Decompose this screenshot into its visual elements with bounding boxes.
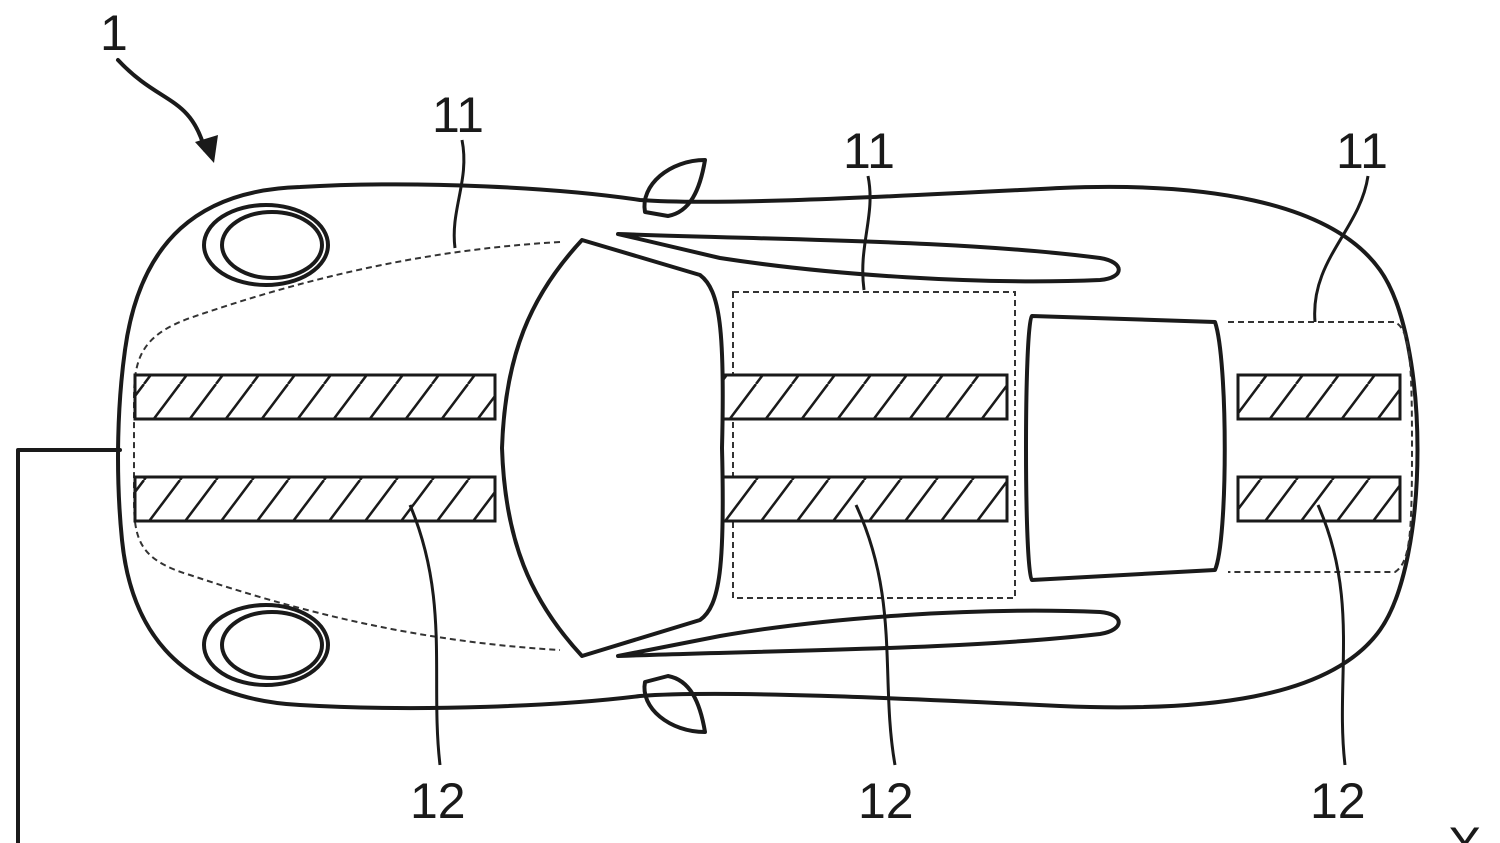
strip-front-upper <box>133 373 497 421</box>
car-body-outline <box>116 182 1420 711</box>
mirror-top <box>642 158 707 218</box>
zone-11-front <box>133 241 561 651</box>
side-window-bottom <box>616 608 1121 658</box>
strip-roof-upper <box>720 373 1009 421</box>
strip-rear-upper <box>1236 373 1402 421</box>
headlight-top <box>202 203 330 287</box>
arrow-1-leader <box>116 58 207 152</box>
headlight-bottom <box>202 603 330 687</box>
label-12-rear: 12 <box>1310 773 1366 829</box>
label-axis-x: X <box>1448 817 1481 843</box>
leader-11-rear <box>1313 175 1370 323</box>
label-12-front: 12 <box>410 773 466 829</box>
side-window-top <box>616 232 1121 284</box>
label-12-roof: 12 <box>858 773 914 829</box>
leader-12-rear <box>1316 504 1347 766</box>
leader-12-roof <box>854 504 897 766</box>
zone-11-roof <box>732 291 1016 599</box>
rear-window <box>1024 314 1227 582</box>
zone-11-rear <box>1228 321 1414 573</box>
arrow-1-head <box>195 135 218 163</box>
label-11-rear: 11 <box>1336 123 1388 179</box>
bracket-line <box>16 448 122 843</box>
strip-roof-lower <box>720 475 1009 523</box>
strip-front-lower <box>133 475 497 523</box>
leader-11-roof <box>861 175 872 291</box>
strip-rear-lower <box>1236 475 1402 523</box>
label-11-front: 11 <box>432 87 484 143</box>
label-11-roof: 11 <box>843 123 895 179</box>
leader-11-front <box>452 139 466 249</box>
windshield <box>500 238 725 658</box>
leader-12-front <box>408 504 442 766</box>
label-1: 1 <box>100 5 128 61</box>
mirror-bottom <box>642 674 707 734</box>
